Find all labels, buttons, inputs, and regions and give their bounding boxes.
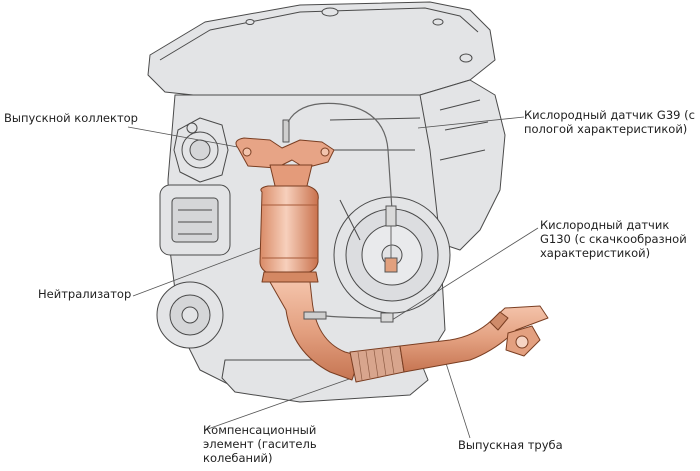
label-exhaust-manifold: Выпускной коллектор — [4, 111, 138, 125]
label-compensation-line-2: элемент (гаситель — [203, 437, 317, 451]
exhaust-pipe-shape — [399, 305, 549, 373]
label-g130-line-2: G130 (с скачкообразной — [540, 232, 687, 246]
label-g39-line-1: Кислородный датчик G39 (с — [524, 108, 695, 122]
oxygen-sensor-g39-connector — [384, 205, 398, 273]
label-catalytic-converter-text: Нейтрализатор — [38, 287, 132, 301]
label-compensation-line-3: колебаний) — [203, 451, 273, 465]
label-exhaust-pipe-text: Выпускная труба — [458, 438, 563, 452]
label-oxygen-sensor-g130: Кислородный датчик G130 (с скачкообразно… — [540, 218, 687, 260]
oxygen-sensor-g130-shape — [303, 311, 394, 323]
label-compensation-element: Компенсационный элемент (гаситель колеба… — [203, 423, 317, 465]
label-exhaust-pipe: Выпускная труба — [458, 438, 563, 452]
exhaust-manifold-shape — [235, 137, 335, 169]
label-g130-line-1: Кислородный датчик — [540, 218, 670, 232]
label-catalytic-converter: Нейтрализатор — [38, 287, 131, 301]
catalytic-converter-shape — [259, 185, 319, 275]
label-g39-line-2: пологой характеристикой) — [524, 122, 688, 136]
label-compensation-line-1: Компенсационный — [203, 423, 317, 437]
label-exhaust-manifold-text: Выпускной коллектор — [4, 111, 138, 125]
label-oxygen-sensor-g39: Кислородный датчик G39 (с пологой характ… — [524, 108, 695, 136]
exhaust-system — [235, 102, 549, 383]
label-g130-line-3: характеристикой) — [540, 246, 651, 260]
leader-lines — [127, 116, 539, 439]
